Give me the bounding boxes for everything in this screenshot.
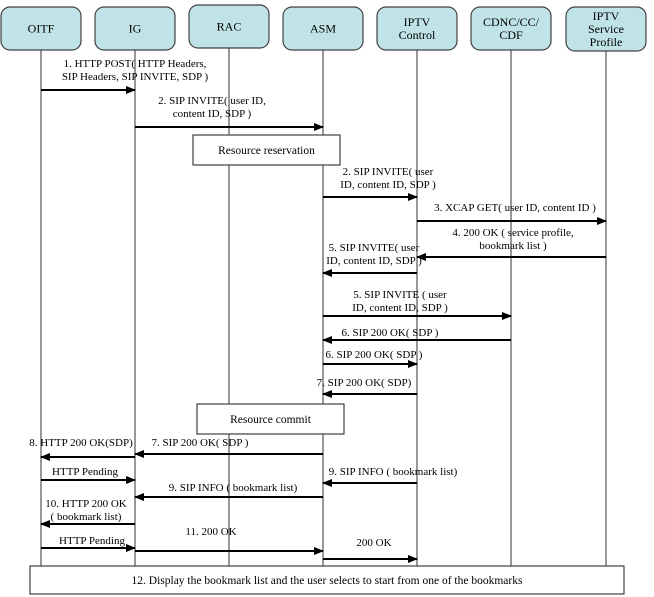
display-bookmarks-box: 12. Display the bookmark list and the us… <box>29 565 625 595</box>
resource-commit-label: Resource commit <box>230 414 312 426</box>
message-label: 10. HTTP 200 OK <box>45 498 127 510</box>
message-label: 6. SIP 200 OK( SDP ) <box>342 327 439 339</box>
actor-box <box>188 4 270 49</box>
actor-label: CDNC/CC/ <box>483 15 540 29</box>
actor-label: CDF <box>499 28 523 42</box>
actor-box <box>94 6 176 51</box>
message-2: 2. SIP INVITE( user ID,content ID, SDP ) <box>135 95 324 131</box>
actor-ig: IG <box>94 6 176 51</box>
message-12: 8. HTTP 200 OK(SDP) <box>29 437 135 461</box>
actor-label: IG <box>129 22 142 36</box>
message-label: ID, content ID, SDP ) <box>340 179 436 191</box>
display-bookmarks-label: 12. Display the bookmark list and the us… <box>132 575 523 587</box>
message-label: 2. SIP INVITE( user ID, <box>158 95 266 107</box>
actor-cdnc: CDNC/CC/CDF <box>470 6 552 51</box>
actor-asm: ASM <box>282 6 364 51</box>
message-label: 4. 200 OK ( service profile, <box>452 227 574 239</box>
message-label: HTTP Pending <box>52 466 118 478</box>
resource-reservation-label: Resource reservation <box>218 145 315 157</box>
message-label: 5. SIP INVITE ( user <box>353 289 447 301</box>
message-11: 7. SIP 200 OK( SDP ) <box>134 437 323 458</box>
message-17: HTTP Pending <box>41 535 136 552</box>
message-label: 2. SIP INVITE( user <box>343 166 434 178</box>
message-label: HTTP Pending <box>59 535 125 547</box>
message-label: 11. 200 OK <box>185 526 236 538</box>
message-label: ID, content ID, SDP ) <box>326 255 422 267</box>
message-label: 8. HTTP 200 OK(SDP) <box>29 437 133 449</box>
message-10: 7. SIP 200 OK( SDP) <box>317 377 417 398</box>
message-label: 7. SIP 200 OK( SDP ) <box>152 437 249 449</box>
message-1: 1. HTTP POST( HTTP Headers,SIP Headers, … <box>41 58 209 94</box>
actor-oitf: OITF <box>0 6 82 51</box>
message-label: 7. SIP 200 OK( SDP) <box>317 377 412 389</box>
message-19: 200 OK <box>323 537 418 563</box>
actor-rac: RAC <box>188 4 270 49</box>
message-4: 3. XCAP GET( user ID, content ID ) <box>417 202 607 225</box>
message-label: 1. HTTP POST( HTTP Headers, <box>64 58 207 70</box>
actor-label: Service <box>588 22 624 36</box>
message-14: 9. SIP INFO ( bookmark list) <box>322 466 458 487</box>
message-label: 5. SIP INVITE( user <box>329 242 420 254</box>
message-label: ID, content ID, SDP ) <box>352 302 448 314</box>
message-label: 3. XCAP GET( user ID, content ID ) <box>434 202 596 214</box>
lifelines <box>40 48 607 566</box>
actor-label: Control <box>399 28 436 42</box>
actor-label: IPTV <box>593 9 620 23</box>
resource-commit-box: Resource commit <box>196 403 345 435</box>
message-5: 4. 200 OK ( service profile,bookmark lis… <box>416 227 606 261</box>
actor-label: RAC <box>217 20 242 34</box>
actor-label: ASM <box>310 22 336 36</box>
actor-box <box>0 6 82 51</box>
message-label: ( bookmark list) <box>51 511 122 523</box>
actor-box <box>282 6 364 51</box>
actor-box <box>376 6 458 51</box>
message-label: 9. SIP INFO ( bookmark list) <box>329 466 458 478</box>
message-label: content ID, SDP ) <box>173 108 252 120</box>
message-13: HTTP Pending <box>41 466 136 484</box>
message-8: 6. SIP 200 OK( SDP ) <box>322 327 511 344</box>
actor-box <box>565 6 647 52</box>
message-16: 10. HTTP 200 OK( bookmark list) <box>40 498 135 528</box>
actor-label: OITF <box>28 22 55 36</box>
actor-label: Profile <box>590 35 623 49</box>
message-label: 200 OK <box>356 537 391 549</box>
resource-reservation-box: Resource reservation <box>192 134 341 166</box>
message-15: 9. SIP INFO ( bookmark list) <box>134 482 323 501</box>
actor-label: IPTV <box>404 15 431 29</box>
actor-box <box>470 6 552 51</box>
message-label: SIP Headers, SIP INVITE, SDP ) <box>62 71 209 83</box>
message-18: 11. 200 OK <box>135 526 324 555</box>
message-label: bookmark list ) <box>479 240 547 252</box>
message-9: 6. SIP 200 OK( SDP ) <box>323 349 423 368</box>
message-label: 6. SIP 200 OK( SDP ) <box>326 349 423 361</box>
messages: 1. HTTP POST( HTTP Headers,SIP Headers, … <box>29 58 607 563</box>
message-label: 9. SIP INFO ( bookmark list) <box>169 482 298 494</box>
